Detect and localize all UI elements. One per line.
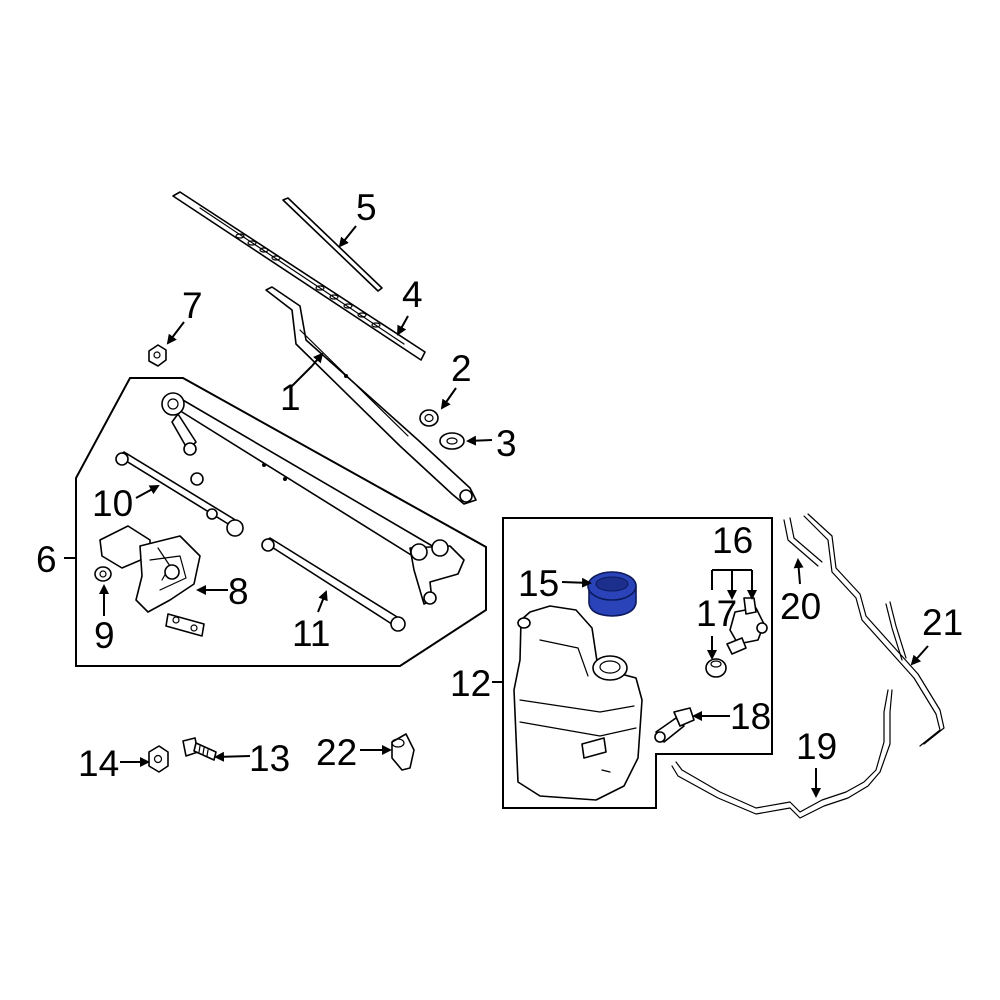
- part-19-hose[interactable]: [671, 689, 893, 819]
- callout-16: 16: [712, 520, 753, 561]
- callout-13: 13: [249, 738, 290, 779]
- part-4-wiper-blade[interactable]: [172, 191, 426, 361]
- part-17-pump-grommet[interactable]: [705, 658, 727, 678]
- part-2-grommet[interactable]: [419, 409, 439, 427]
- part-5-blade-refill[interactable]: [282, 197, 383, 292]
- callout-7: 7: [182, 285, 203, 326]
- part-22-cap[interactable]: [391, 733, 415, 771]
- callout-19: 19: [796, 726, 837, 767]
- callouts: 1 2 3 4 5 6 7 8 9 10 11 12 13 14 15 16 1…: [36, 187, 963, 784]
- callout-4: 4: [402, 274, 423, 315]
- callout-6: 6: [36, 539, 57, 580]
- part-6-group-outline: [75, 377, 487, 667]
- callout-18: 18: [730, 696, 771, 737]
- callout-9: 9: [94, 615, 115, 656]
- callout-11: 11: [292, 613, 330, 654]
- callout-15: 15: [518, 563, 559, 604]
- callout-8: 8: [228, 571, 249, 612]
- callout-2: 2: [451, 348, 472, 389]
- part-8-wiper-motor[interactable]: [99, 525, 201, 613]
- callout-10: 10: [92, 483, 133, 524]
- part-21-hose[interactable]: [803, 513, 945, 747]
- motor-bracket: [165, 613, 205, 637]
- part-10-link-rod[interactable]: [115, 451, 244, 537]
- part-20-hose[interactable]: [783, 517, 823, 567]
- callout-3: 3: [496, 423, 517, 464]
- wiper-linkage-main: [161, 392, 465, 605]
- part-1-wiper-arm[interactable]: [265, 286, 477, 505]
- part-3-washer[interactable]: [439, 432, 465, 450]
- callout-14: 14: [78, 743, 119, 784]
- part-18-level-sensor[interactable]: [654, 707, 695, 743]
- part-11-link-rod[interactable]: [261, 537, 406, 632]
- part-14-nut[interactable]: [148, 745, 169, 773]
- washer-reservoir-tank: [513, 605, 643, 801]
- part-13-bolt[interactable]: [182, 737, 217, 761]
- part-9-grommet[interactable]: [94, 566, 112, 582]
- callout-21: 21: [922, 602, 963, 643]
- callout-17: 17: [696, 593, 737, 634]
- callout-22: 22: [316, 732, 357, 773]
- part-7-nut[interactable]: [148, 344, 167, 367]
- part-15-reservoir-cap[interactable]: [587, 571, 637, 617]
- leader-lines: [64, 225, 929, 798]
- callout-1: 1: [280, 377, 301, 418]
- part-12-group-outline: [502, 517, 773, 809]
- callout-5: 5: [356, 187, 377, 228]
- callout-20: 20: [780, 586, 821, 627]
- callout-12: 12: [450, 663, 491, 704]
